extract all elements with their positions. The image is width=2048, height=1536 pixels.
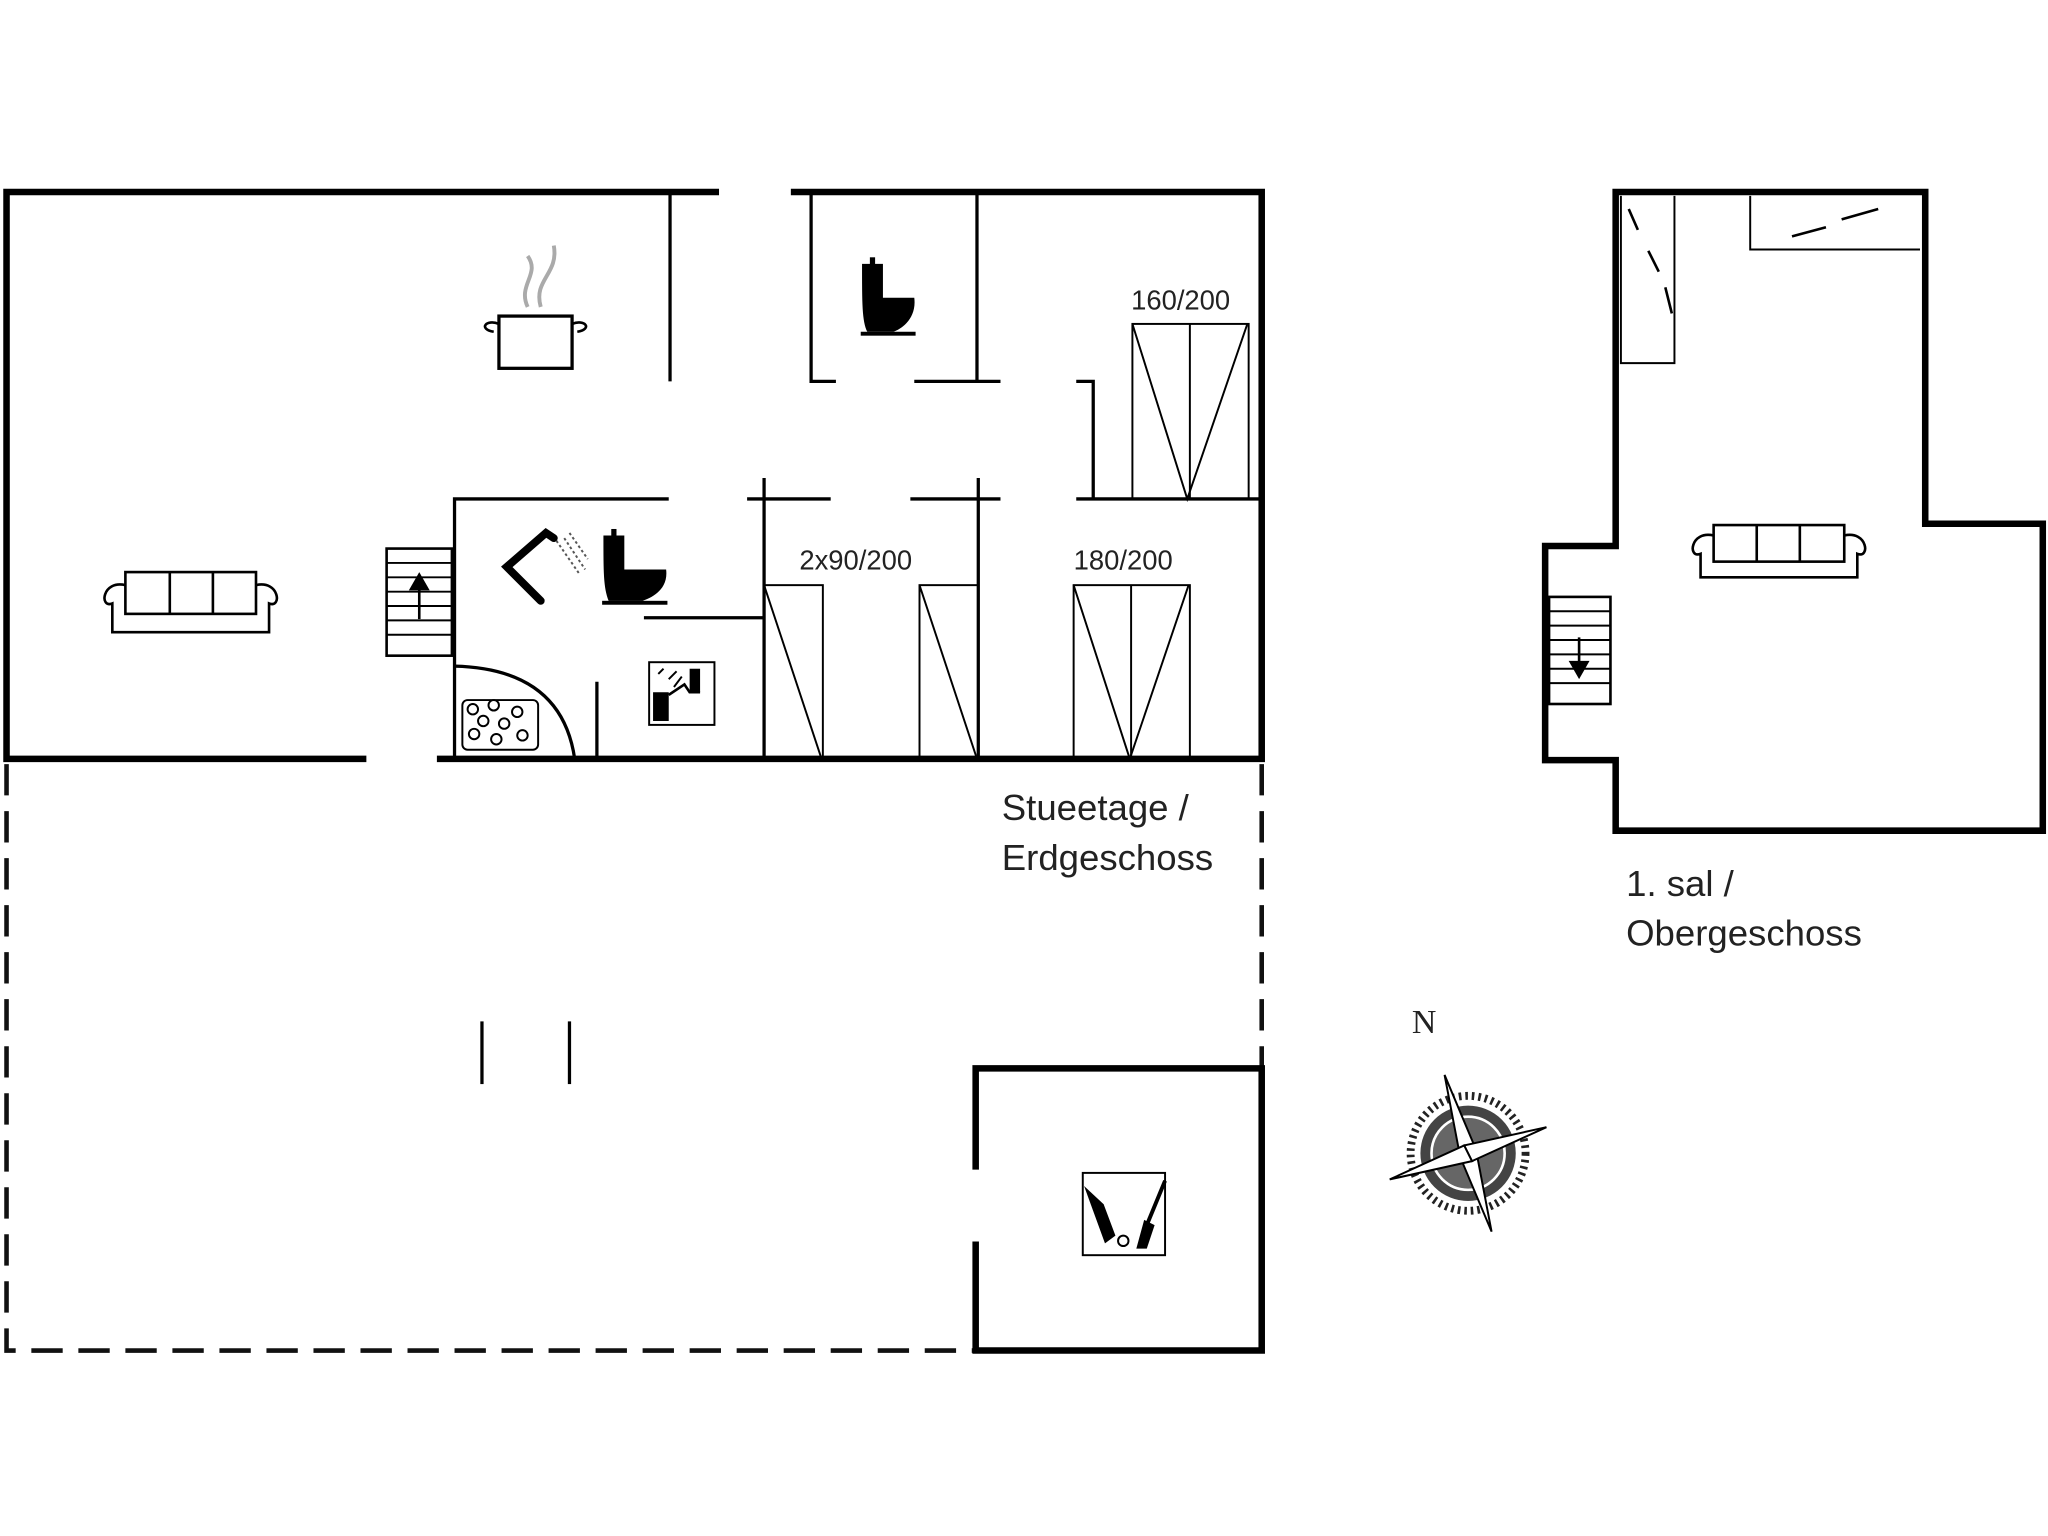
annex-wall	[972, 1065, 1265, 1354]
interior-wall	[809, 191, 836, 384]
terrace-outline	[4, 764, 974, 1353]
sofa-icon	[1691, 523, 1867, 579]
sauna-door-arc	[454, 664, 577, 760]
exterior-wall	[436, 188, 1265, 763]
bed-160-200: 160/200	[1131, 285, 1250, 503]
north-label: N	[1412, 1004, 1437, 1041]
skylight	[1749, 195, 1920, 251]
ground-floor	[3, 188, 1265, 1354]
cleaning-utility-icon	[1081, 1171, 1167, 1257]
compass-rose-icon: N	[1389, 1004, 1547, 1233]
exterior-wall	[1541, 188, 2047, 834]
exterior-wall	[3, 188, 720, 763]
sauna-stones-icon	[461, 699, 540, 751]
ground-floor-label: Stueetage /	[1002, 787, 1190, 828]
upper-floor-label: 1. sal /	[1626, 863, 1735, 904]
shower-icon	[501, 527, 589, 605]
bed-size-label: 180/200	[1074, 544, 1173, 575]
washing-machine-icon	[648, 661, 716, 726]
interior-wall	[1076, 379, 1095, 499]
interior-wall	[452, 497, 669, 759]
toilet-icon	[602, 528, 668, 605]
bed-size-label: 160/200	[1131, 285, 1230, 316]
stairs-down-icon[interactable]	[1547, 595, 1612, 706]
cooking-pot-icon	[483, 245, 588, 370]
bed-180-200: 180/200	[1072, 544, 1191, 762]
bed-2x90-200: 2x90/200	[763, 544, 980, 760]
upper-floor	[1541, 188, 2047, 834]
upper-floor-label: Obergeschoss	[1626, 913, 1862, 954]
toilet-icon	[860, 257, 916, 336]
bed-size-label: 2x90/200	[799, 544, 912, 575]
skylight	[1619, 195, 1676, 365]
stairs-up-icon[interactable]	[385, 547, 454, 657]
ground-floor-label: Erdgeschoss	[1002, 837, 1213, 878]
sofa-icon	[103, 570, 279, 634]
